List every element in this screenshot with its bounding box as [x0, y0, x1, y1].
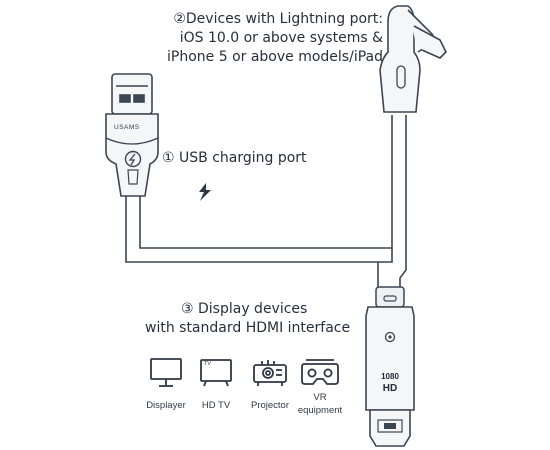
lightning-cable-right	[399, 115, 407, 293]
device-label-vr-line2: equipment	[297, 405, 343, 416]
lightning-callout: ②Devices with Lightning port: iOS 10.0 o…	[167, 10, 383, 67]
lightning-callout-line1: ②Devices with Lightning port:	[173, 11, 383, 27]
monitor-icon	[150, 358, 182, 387]
device-label-vr: VR	[313, 392, 327, 403]
lightning-bolt-icon	[199, 183, 211, 201]
usb-plug-body	[105, 113, 159, 197]
lightning-connector-icon	[379, 5, 447, 113]
hdmi-resolution-line2: HD	[382, 383, 398, 394]
usb-callout-label: ① USB charging port	[162, 150, 307, 166]
lightning-cable-left	[378, 115, 393, 249]
device-label-projector: Projector	[250, 400, 289, 411]
display-callout: ③ Display devices with standard HDMI int…	[145, 300, 350, 338]
hdmi-plug-icon	[369, 409, 411, 447]
tv-icon	[200, 359, 232, 387]
projector-icon	[253, 360, 287, 386]
usb-cable-inner	[139, 196, 378, 249]
vr-headset-icon	[301, 359, 339, 385]
usb-cable-outer	[125, 196, 379, 293]
hdmi-resolution-line1: 1080	[381, 372, 399, 381]
lightning-callout-line3: iPhone 5 or above models/iPad	[167, 49, 383, 65]
tv-icon-text: TV	[204, 361, 212, 367]
usb-brand-logo: USAMS	[114, 124, 140, 131]
device-label-displayer: Displayer	[146, 400, 186, 411]
display-callout-line1: ③ Display devices	[181, 301, 308, 317]
hdmi-adapter-body	[365, 286, 415, 411]
usb-charge-indicator	[124, 150, 142, 168]
device-label-hdtv: HD TV	[201, 400, 231, 411]
lightning-callout-line2: iOS 10.0 or above systems &	[179, 30, 383, 46]
display-callout-line2: with standard HDMI interface	[145, 320, 351, 336]
usb-connector-icon	[111, 73, 153, 115]
